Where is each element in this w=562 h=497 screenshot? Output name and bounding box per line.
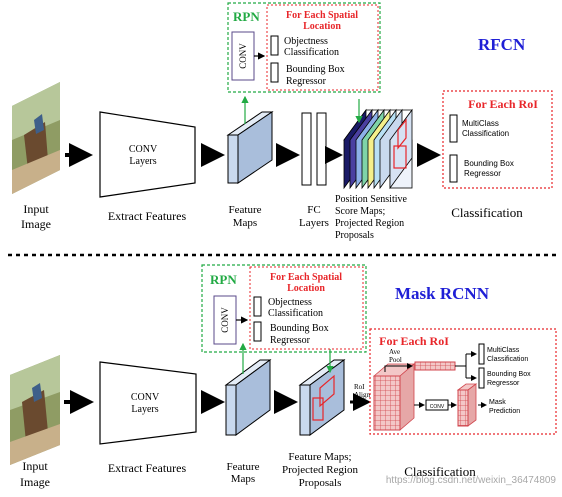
mask-proposal-feature-block <box>298 359 346 436</box>
rfcn-fc-label-2: Layers <box>299 217 329 229</box>
rfcn-input-label-1: Input <box>23 202 49 216</box>
mask-bbox-marker <box>253 321 262 342</box>
mask-rpn-conv-label: CONV <box>220 307 230 333</box>
mask-classification-label: Classification <box>404 464 476 479</box>
rfcn-rpn-title: RPN <box>233 9 260 24</box>
mask-roi-align-2: Align <box>354 391 370 399</box>
rfcn-section: RFCN Input Image CONV Layers Extract Fea… <box>12 2 553 241</box>
mask-input-label-1: Input <box>22 459 48 473</box>
mask-conv-layers-block <box>99 361 197 445</box>
rfcn-conv-label-1: CONV <box>129 144 158 155</box>
mask-feature-maps-label-2: Maps <box>231 473 255 485</box>
watermark: https://blog.csdn.net/weixin_36474809 <box>386 475 557 486</box>
mask-roi-bbox-2: Regressor <box>487 380 520 387</box>
mask-roi-conv-label: CONV <box>430 404 445 410</box>
rfcn-roi-bbox-2: Regressor <box>464 169 501 178</box>
mask-roi-multiclass-marker <box>478 343 485 365</box>
rfcn-feature-maps-label-2: Maps <box>233 217 257 229</box>
mask-roi-title: For Each RoI <box>379 334 449 348</box>
rfcn-score-maps-stack <box>343 108 413 190</box>
rfcn-feature-maps-block <box>226 111 274 184</box>
mask-title: Mask RCNN <box>395 284 490 303</box>
rfcn-roi-multiclass-marker <box>449 114 458 143</box>
mask-roi-feature-cube <box>372 363 416 431</box>
mask-feature-maps-label-1: Feature <box>227 461 260 473</box>
mask-proj-label-1: Feature Maps; <box>288 451 351 463</box>
mask-roi-box <box>369 328 557 435</box>
rfcn-roi-box <box>442 90 553 189</box>
rfcn-extract-label: Extract Features <box>108 209 187 223</box>
mask-ave-pool-2: Pool <box>389 356 402 364</box>
rfcn-roi-multiclass-2: Classification <box>462 129 509 138</box>
mask-conv-label-1: CONV <box>131 392 160 403</box>
rfcn-psroi-label-2: Score Maps; <box>335 206 385 217</box>
rfcn-objectness-2: Classification <box>284 47 339 58</box>
mask-pooled-vector <box>414 361 456 371</box>
rfcn-roi-bbox-1: Bounding Box <box>464 159 514 168</box>
mask-rpn-title: RPN <box>210 272 237 287</box>
mask-spatial-box <box>249 266 364 350</box>
mask-roi-multiclass-2: Classification <box>487 356 528 363</box>
rfcn-fc-bar-2 <box>316 112 327 186</box>
mask-objectness-2: Classification <box>268 308 323 319</box>
rfcn-classification-label: Classification <box>451 205 523 220</box>
mask-bbox-2: Regressor <box>270 335 311 346</box>
mask-spatial-title-2: Location <box>287 283 325 294</box>
mask-roi-multiclass-1: MultiClass <box>487 347 520 354</box>
rfcn-spatial-title-2: Location <box>303 21 341 32</box>
rfcn-rpn-box <box>227 2 381 93</box>
rfcn-bbox-2: Regressor <box>286 76 327 87</box>
mask-input-label-2: Image <box>20 475 50 489</box>
mask-roi-align-1: RoI <box>354 383 365 391</box>
rfcn-bbox-marker <box>270 62 279 83</box>
mask-extract-label: Extract Features <box>108 461 187 475</box>
rfcn-fc-label-1: FC <box>307 204 320 216</box>
mask-bbox-1: Bounding Box <box>270 323 329 334</box>
rfcn-fc-bar-1 <box>301 112 312 186</box>
rfcn-objectness-1: Objectness <box>284 36 328 47</box>
mask-ave-pool-connector <box>384 365 404 372</box>
mask-roi-bbox-1: Bounding Box <box>487 371 531 378</box>
mask-rpn-box <box>201 264 367 353</box>
rfcn-conv-label-2: Layers <box>129 156 156 167</box>
mask-input-image <box>10 355 60 465</box>
rfcn-psroi-label-3: Projected Region <box>335 218 404 229</box>
mask-roi-bbox-marker <box>478 367 485 389</box>
rfcn-conv-layers-block <box>99 111 196 198</box>
rfcn-rpn-conv-label: CONV <box>238 43 248 69</box>
mask-output-cube <box>456 383 478 427</box>
mask-ave-pool-1: Ave <box>389 348 400 356</box>
mask-spatial-title-1: For Each Spatial <box>270 272 342 283</box>
rfcn-title: RFCN <box>478 35 526 54</box>
mask-pred-2: Prediction <box>489 408 520 415</box>
rfcn-objectness-marker <box>270 35 279 56</box>
rfcn-roi-bbox-marker <box>449 154 458 183</box>
rfcn-psroi-label-1: Position Sensitive <box>335 194 408 205</box>
rfcn-psroi-label-4: Proposals <box>335 230 374 241</box>
rfcn-roi-title: For Each RoI <box>468 97 538 111</box>
mask-rcnn-section: Mask RCNN Input Image CONV Layers Extrac… <box>10 264 557 489</box>
rfcn-spatial-box <box>266 4 379 91</box>
rfcn-input-label-2: Image <box>21 217 51 231</box>
rfcn-bbox-1: Bounding Box <box>286 64 345 75</box>
mask-feature-maps-block <box>224 359 272 436</box>
rfcn-input-image <box>12 82 60 194</box>
mask-objectness-1: Objectness <box>268 297 312 308</box>
mask-proj-label-2: Projected Region <box>282 464 359 476</box>
mask-pred-1: Mask <box>489 399 506 406</box>
mask-conv-label-2: Layers <box>131 404 158 415</box>
mask-objectness-marker <box>253 296 262 317</box>
rfcn-spatial-title-1: For Each Spatial <box>286 10 358 21</box>
rfcn-feature-maps-label-1: Feature <box>229 204 262 216</box>
rfcn-roi-multiclass-1: MultiClass <box>462 119 499 128</box>
mask-proj-label-3: Proposals <box>299 477 342 489</box>
